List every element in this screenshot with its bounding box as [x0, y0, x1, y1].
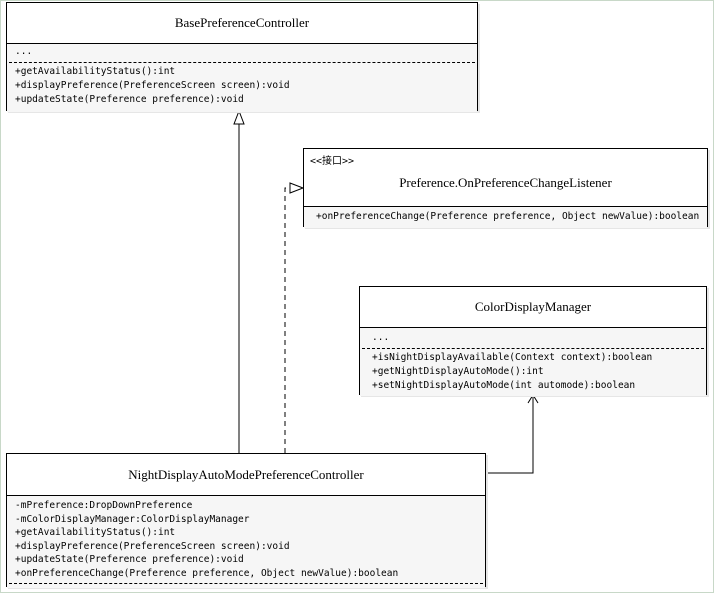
- methods-list: +onPreferenceChange(Preference preferenc…: [304, 207, 707, 226]
- method-item: +onPreferenceChange(Preference preferenc…: [15, 567, 399, 579]
- class-body: ... +getAvailabilityStatus():int +displa…: [7, 43, 477, 112]
- interface-stereotype: <<接口>>: [310, 156, 355, 167]
- method-item: +getAvailabilityStatus():int: [15, 66, 176, 77]
- class-name: BasePreferenceController: [174, 15, 310, 30]
- attributes-placeholder: ...: [15, 46, 33, 57]
- compartment-separator: [9, 60, 475, 63]
- generalization-arrowhead: [233, 109, 245, 125]
- method-item: +getNightDisplayAutoMode():int: [372, 366, 544, 377]
- class-body: ... +isNightDisplayAvailable(Context con…: [360, 327, 706, 396]
- class-header: <<接口>> Preference.OnPreferenceChangeList…: [304, 149, 707, 206]
- methods-list: +getAvailabilityStatus():int +displayPre…: [7, 63, 477, 109]
- realization-line: [284, 187, 290, 453]
- methods-list: +isNightDisplayAvailable(Context context…: [360, 349, 706, 395]
- method-item: +displayPreference(PreferenceScreen scre…: [15, 540, 290, 552]
- compartment-separator: [9, 582, 483, 584]
- compartment-separator: [362, 346, 704, 349]
- method-item: +getAvailabilityStatus():int: [15, 527, 176, 539]
- color-display-manager-class[interactable]: ColorDisplayManager ... +isNightDisplayA…: [359, 286, 707, 396]
- method-item: +updateState(Preference preference):void: [15, 94, 244, 105]
- method-item: +setNightDisplayAutoMode(int automode):b…: [372, 380, 636, 391]
- class-body: -mPreference:DropDownPreference -mColorD…: [7, 495, 485, 588]
- base-preference-controller-class[interactable]: BasePreferenceController ... +getAvailab…: [6, 2, 478, 112]
- method-item: +isNightDisplayAvailable(Context context…: [372, 352, 653, 363]
- on-preference-change-listener-interface[interactable]: <<接口>> Preference.OnPreferenceChangeList…: [303, 148, 708, 228]
- night-display-auto-mode-preference-controller-class[interactable]: NightDisplayAutoModePreferenceController…: [6, 453, 486, 588]
- class-name: Preference.OnPreferenceChangeListener: [399, 175, 612, 190]
- dependency-line: [486, 395, 534, 474]
- class-body: +onPreferenceChange(Preference preferenc…: [304, 206, 707, 228]
- members-list: -mPreference:DropDownPreference -mColorD…: [7, 496, 485, 583]
- method-item: +onPreferenceChange(Preference preferenc…: [316, 211, 700, 222]
- class-name: ColorDisplayManager: [474, 299, 592, 314]
- class-name: NightDisplayAutoModePreferenceController: [128, 467, 364, 482]
- method-item: +displayPreference(PreferenceScreen scre…: [15, 80, 290, 91]
- attributes-placeholder: ...: [372, 332, 390, 343]
- method-item: +updateState(Preference preference):void: [15, 554, 244, 566]
- attribute-item: -mColorDisplayManager:ColorDisplayManage…: [15, 513, 250, 525]
- attribute-item: -mPreference:DropDownPreference: [15, 500, 193, 511]
- realization-arrowhead: [289, 182, 305, 194]
